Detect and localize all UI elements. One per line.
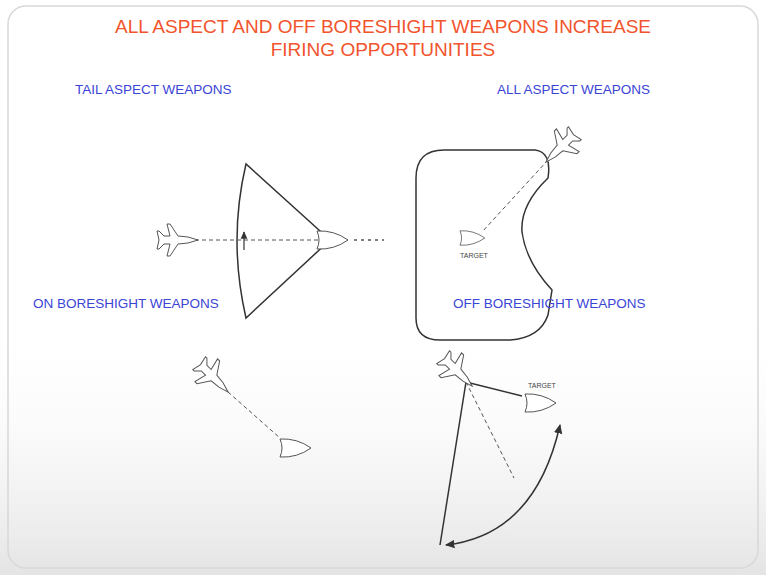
section-heading: ALL ASPECT WEAPONS bbox=[497, 82, 650, 98]
off-boresight-figure bbox=[432, 346, 560, 545]
video-fade bbox=[0, 320, 766, 575]
section-heading: ON BORESHIGHT WEAPONS bbox=[33, 296, 219, 312]
section-heading: OFF BORESHIGHT WEAPONS bbox=[453, 296, 646, 312]
tail-aspect-figure bbox=[157, 164, 384, 318]
section-heading: TAIL ASPECT WEAPONS bbox=[75, 82, 232, 98]
slide-title: ALL ASPECT AND OFF BORESHIGHT WEAPONS IN… bbox=[83, 16, 683, 62]
target-label: TARGET bbox=[528, 382, 556, 390]
on-boresight-figure bbox=[188, 352, 311, 457]
target-label: TARGET bbox=[460, 252, 488, 260]
slide-border bbox=[8, 6, 758, 568]
